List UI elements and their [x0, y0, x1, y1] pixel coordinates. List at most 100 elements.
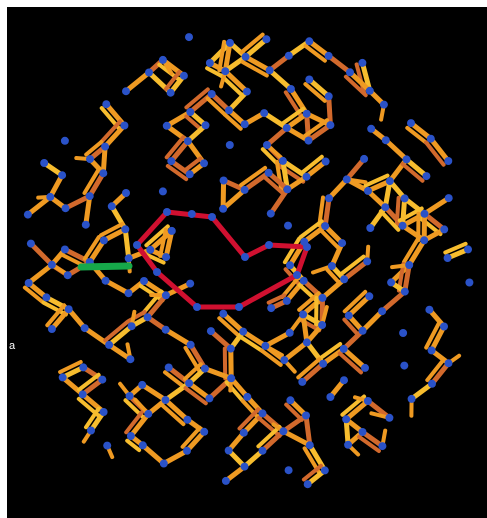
- atom-node: [319, 359, 328, 368]
- bond: [402, 235, 422, 264]
- atom-node: [185, 379, 194, 388]
- atom-node: [103, 441, 112, 450]
- atom-node: [99, 169, 108, 178]
- ring-atom-node: [235, 303, 243, 311]
- bond: [400, 211, 427, 229]
- bond: [222, 68, 250, 95]
- bond: [347, 69, 373, 94]
- bond: [84, 140, 104, 157]
- atom-node: [167, 226, 176, 235]
- bond: [268, 186, 290, 217]
- bond: [260, 428, 286, 454]
- atom-node: [207, 90, 216, 98]
- bond: [303, 82, 327, 103]
- atom-node: [61, 204, 70, 213]
- bond: [306, 77, 332, 99]
- bond: [205, 96, 227, 117]
- atom-node: [122, 189, 130, 197]
- bond: [106, 342, 133, 362]
- bond: [49, 306, 72, 332]
- atom-node: [205, 59, 214, 67]
- bond: [220, 311, 246, 335]
- bond: [320, 346, 347, 367]
- atom-node: [286, 261, 294, 270]
- bond: [184, 114, 204, 132]
- bond: [341, 258, 370, 282]
- atom-node: [420, 209, 429, 218]
- atom-node: [263, 141, 271, 149]
- atom-node: [60, 245, 69, 254]
- bond: [343, 74, 368, 98]
- bond: [168, 138, 191, 164]
- bond: [300, 295, 325, 317]
- bond: [208, 328, 234, 352]
- atom-node: [200, 427, 209, 436]
- bond: [164, 109, 193, 129]
- bond: [317, 342, 343, 361]
- ring-atom-node: [133, 241, 141, 249]
- atom-node: [464, 245, 472, 254]
- atom-node: [258, 446, 267, 455]
- atom-node: [444, 359, 453, 368]
- bond: [360, 308, 385, 334]
- bond: [239, 32, 265, 55]
- bond: [297, 291, 321, 312]
- bond: [406, 237, 427, 268]
- atom-node: [262, 35, 271, 44]
- bond: [354, 62, 366, 95]
- atom-node: [225, 141, 234, 149]
- bond: [326, 53, 353, 75]
- bond: [45, 303, 67, 328]
- atom-node: [227, 374, 236, 383]
- atom-node: [387, 278, 396, 287]
- bond: [325, 268, 342, 286]
- bond: [183, 386, 208, 406]
- atom-node: [164, 363, 173, 372]
- bond: [140, 442, 167, 466]
- atom-node: [444, 194, 453, 203]
- atom-node: [58, 373, 67, 382]
- bond: [163, 327, 194, 348]
- bond: [359, 60, 373, 94]
- atom-node: [381, 136, 390, 145]
- atom-node: [342, 175, 351, 184]
- atom-node: [107, 202, 116, 211]
- bond: [22, 285, 45, 304]
- atom-node: [444, 157, 453, 165]
- bond: [41, 300, 68, 317]
- atom-node: [47, 325, 56, 333]
- panel-label: a: [9, 340, 16, 352]
- bond: [378, 209, 401, 232]
- bond: [296, 357, 322, 380]
- atom-node: [264, 168, 273, 177]
- bond: [304, 111, 333, 128]
- atom-node: [305, 37, 314, 46]
- atom-node: [282, 296, 291, 305]
- bond: [408, 120, 434, 142]
- bond: [382, 178, 393, 210]
- atom-node: [367, 124, 376, 133]
- bond: [101, 226, 128, 243]
- atom-node: [219, 204, 228, 213]
- atom-node: [320, 466, 329, 475]
- atom-node: [342, 415, 351, 424]
- bond: [80, 377, 105, 397]
- atom-node: [399, 329, 408, 337]
- atom-node: [426, 134, 435, 143]
- atom-node: [321, 222, 330, 231]
- bond: [400, 162, 425, 183]
- bond: [329, 240, 345, 269]
- bond: [342, 289, 368, 314]
- bond: [262, 330, 293, 349]
- atom-node: [226, 38, 234, 47]
- atom-node: [400, 287, 409, 296]
- bond: [122, 226, 132, 261]
- atom-node: [219, 176, 228, 185]
- bond: [422, 211, 447, 232]
- bond: [165, 164, 189, 182]
- bond: [184, 429, 207, 454]
- atom-node: [162, 121, 171, 130]
- bond: [163, 228, 175, 260]
- bond: [147, 228, 175, 253]
- atom-node: [402, 155, 411, 164]
